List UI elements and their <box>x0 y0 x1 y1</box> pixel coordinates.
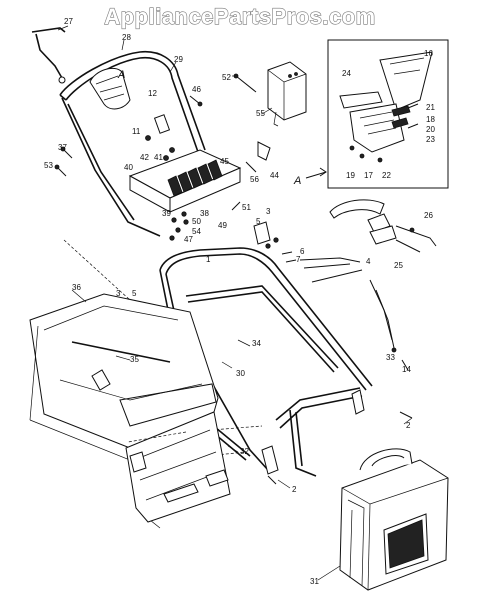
charger-55 <box>267 61 307 127</box>
part-label-27: 27 <box>64 17 73 26</box>
part-label-42: 42 <box>140 153 149 162</box>
part-label-45: 45 <box>220 157 229 166</box>
part-label-4: 4 <box>366 257 371 266</box>
part-label-44: 44 <box>270 171 279 180</box>
callout-letter-upper: A <box>117 69 125 81</box>
part-label-36: 36 <box>72 283 81 292</box>
part-label-51: 51 <box>242 203 251 212</box>
part-label-54: 54 <box>192 227 201 236</box>
part-label-29: 29 <box>174 55 183 64</box>
part-label-3-upper: 3 <box>266 207 271 216</box>
pin-52 <box>233 73 257 93</box>
part-label-19: 19 <box>346 171 355 180</box>
part-label-20: 20 <box>426 125 435 134</box>
part-label-7: 7 <box>296 255 301 264</box>
part-label-22: 22 <box>382 171 391 180</box>
part-label-56: 56 <box>250 175 259 184</box>
part-label-35: 35 <box>130 355 139 364</box>
part-label-38: 38 <box>200 209 209 218</box>
part-label-39: 39 <box>162 209 171 218</box>
part-label-18: 18 <box>426 115 435 124</box>
leader-lines <box>57 25 413 581</box>
part-label-1: 1 <box>206 255 211 264</box>
part-label-11: 11 <box>132 127 141 136</box>
watermark-text: AppliancePartsPros.com <box>104 4 375 29</box>
part-label-37: 37 <box>58 143 67 152</box>
lower-handle <box>63 221 413 485</box>
part-label-31: 31 <box>310 577 319 586</box>
part-label-26: 26 <box>424 211 433 220</box>
part-label-30: 30 <box>236 369 245 378</box>
part-label-50: 50 <box>192 217 201 226</box>
part-label-5-lower: 5 <box>132 289 137 298</box>
part-label-32: 32 <box>240 447 249 456</box>
part-label-2-bottom: 2 <box>292 485 297 494</box>
upper-handle <box>31 27 271 241</box>
part-label-5-upper: 5 <box>256 217 261 226</box>
part-label-47: 47 <box>184 235 193 244</box>
part-label-41: 41 <box>154 153 163 162</box>
part-label-46: 46 <box>192 85 201 94</box>
side-parts-26-25 <box>329 199 437 253</box>
part-label-3-lower: 3 <box>116 289 121 298</box>
part-label-40: 40 <box>124 163 133 172</box>
part-label-23: 23 <box>426 135 435 144</box>
part-labels: 27 28 29 52 16 24 21 18 20 23 19 17 22 5… <box>44 17 435 586</box>
part-label-53: 53 <box>44 161 53 170</box>
part-label-17: 17 <box>364 171 373 180</box>
part-label-6: 6 <box>300 247 305 256</box>
part-label-55: 55 <box>256 109 265 118</box>
part-label-2-right: 2 <box>406 421 411 430</box>
part-label-28: 28 <box>122 33 131 42</box>
part-label-25: 25 <box>394 261 403 270</box>
part-label-52: 52 <box>222 73 231 82</box>
part-label-14: 14 <box>402 365 411 374</box>
part-label-24: 24 <box>342 69 351 78</box>
battery-pack-31 <box>339 448 449 591</box>
part-label-12: 12 <box>148 89 157 98</box>
callout-arrow <box>305 167 327 179</box>
part-label-34: 34 <box>252 339 261 348</box>
grass-bag-frame <box>29 293 231 529</box>
detail-inset-a <box>327 39 449 189</box>
part-label-33: 33 <box>386 353 395 362</box>
part-label-49: 49 <box>218 221 227 230</box>
part-label-16: 16 <box>424 49 433 58</box>
callout-letter-lower: A <box>293 175 301 187</box>
part-label-21: 21 <box>426 103 435 112</box>
